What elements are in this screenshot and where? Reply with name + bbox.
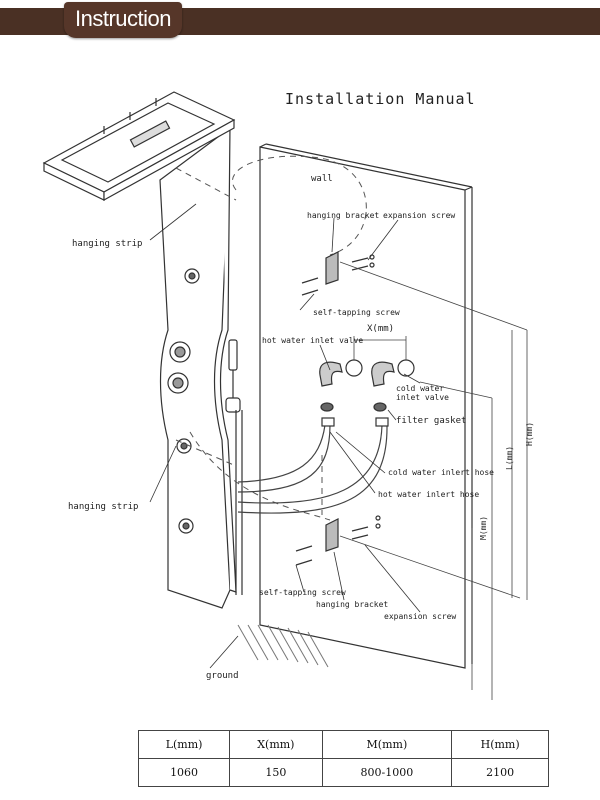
diagram-title: Installation Manual [285, 90, 476, 108]
label-expansion-screw-bottom: expansion screw [384, 612, 456, 621]
spec-value-l: 1060 [137, 758, 231, 787]
label-self-tapping-screw-top: self-tapping screw [313, 308, 400, 317]
spec-table: L(mm) X(mm) M(mm) H(mm) 1060 150 800-100… [137, 730, 549, 787]
spec-value-h: 2100 [451, 758, 549, 787]
label-cold-water-inlet-valve-2: inlet valve [396, 393, 449, 402]
label-hanging-bracket-bottom: hanging bracket [316, 600, 388, 609]
label-cold-water-inlet-valve-1: cold water [396, 384, 444, 393]
spec-value-x: 150 [229, 758, 323, 787]
shower-panel [159, 124, 237, 609]
header-title: Instruction [75, 6, 172, 31]
label-x-mm: X(mm) [367, 324, 394, 334]
inlet-hoses [237, 424, 388, 514]
label-hanging-strip-top: hanging strip [72, 239, 142, 249]
label-cold-water-inlet-hose: cold water inlert hose [388, 468, 494, 477]
spec-header-l: L(mm) [137, 730, 231, 759]
label-m-mm: M(mm) [479, 516, 488, 540]
label-ground: ground [206, 671, 239, 681]
top-shelf [42, 91, 236, 202]
label-filter-gasket: filter gasket [396, 416, 466, 426]
dimension-lines [339, 261, 528, 700]
label-self-tapping-screw-bottom: self-tapping screw [259, 588, 346, 597]
installation-diagram: Installation Manual [42, 90, 534, 700]
label-expansion-screw-top: expansion screw [383, 211, 455, 220]
inlet-valves [319, 359, 415, 427]
label-l-mm: L(mm) [505, 446, 514, 470]
spec-value-row: 1060 150 800-1000 2100 [137, 758, 549, 787]
label-h-mm: H(mm) [525, 422, 534, 446]
label-hanging-strip-bottom: hanging strip [68, 502, 138, 512]
label-hot-water-inlet-valve: hot water inlet valve [262, 336, 363, 345]
spec-header-m: M(mm) [321, 730, 453, 759]
header-tab: Instruction [64, 2, 182, 38]
ground-hatching [237, 624, 329, 668]
leader-lines [149, 203, 421, 669]
alignment-guides [175, 155, 367, 521]
brackets-screws [295, 251, 381, 566]
label-hanging-bracket-top: hanging bracket [307, 211, 379, 220]
panel-fixtures [167, 268, 200, 534]
label-hot-water-inlet-hose: hot water inlert hose [378, 490, 479, 499]
spec-header-h: H(mm) [451, 730, 549, 759]
label-wall: wall [311, 174, 333, 184]
spec-header-x: X(mm) [229, 730, 323, 759]
wall-panel [259, 143, 473, 669]
spec-value-m: 800-1000 [321, 758, 453, 787]
spec-header-row: L(mm) X(mm) M(mm) H(mm) [137, 730, 549, 759]
